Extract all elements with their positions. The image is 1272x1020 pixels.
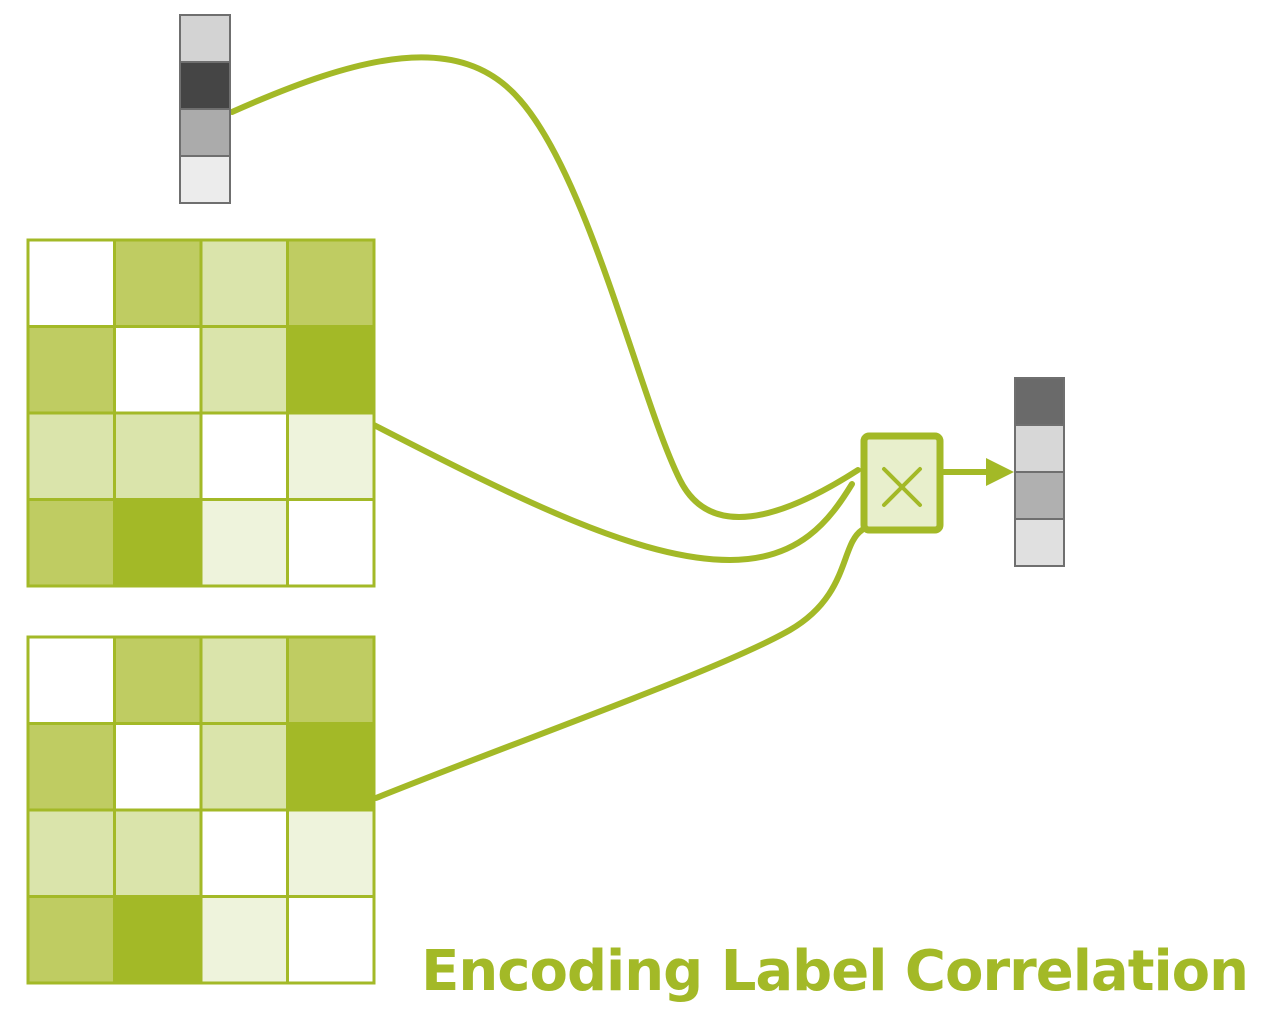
matrix-cell xyxy=(113,808,203,898)
matrix-cell xyxy=(113,722,203,812)
output-vector-cell xyxy=(1014,518,1065,567)
matrix-cell xyxy=(26,498,116,588)
connector-vector-to-multiply xyxy=(229,54,861,520)
matrix-cell xyxy=(26,808,116,898)
matrix-cell xyxy=(113,325,203,415)
matrix-cell xyxy=(26,895,116,985)
matrix-cell xyxy=(113,411,203,501)
matrix-cell xyxy=(113,498,203,588)
connector-bottom-matrix-to-multiply xyxy=(373,527,865,801)
matrix-cell xyxy=(26,722,116,812)
connectors xyxy=(229,54,1014,801)
input-vector-cell xyxy=(179,108,231,157)
matrix-cell xyxy=(199,411,289,501)
output-vector-cell xyxy=(1014,377,1065,426)
matrix-cell xyxy=(286,722,376,812)
matrix-cell xyxy=(199,895,289,985)
matrix-cell xyxy=(113,895,203,985)
multiply-icon xyxy=(882,467,922,507)
matrix-cell xyxy=(199,238,289,328)
matrix-cell xyxy=(26,411,116,501)
input-vector-cell xyxy=(179,61,231,110)
correlation-matrix-bottom xyxy=(26,635,376,985)
matrix-cell xyxy=(199,635,289,725)
diagram-caption: Encoding Label Correlation xyxy=(421,939,1249,1004)
matrix-cell xyxy=(26,238,116,328)
matrix-cell xyxy=(286,895,376,985)
matrix-cell xyxy=(26,325,116,415)
matrix-cell xyxy=(286,635,376,725)
input-label-vector xyxy=(179,14,231,204)
matrix-cell xyxy=(286,411,376,501)
matrix-cell xyxy=(286,325,376,415)
multiply-operator xyxy=(860,432,944,534)
input-vector-cell xyxy=(179,155,231,204)
matrix-cell xyxy=(26,635,116,725)
output-label-vector xyxy=(1014,377,1065,567)
arrow-head-icon xyxy=(986,458,1014,486)
matrix-cell xyxy=(286,498,376,588)
output-vector-cell xyxy=(1014,424,1065,473)
output-vector-cell xyxy=(1014,471,1065,520)
correlation-matrices xyxy=(26,238,376,985)
correlation-matrix-top xyxy=(26,238,376,588)
matrix-cell xyxy=(113,238,203,328)
matrix-cell xyxy=(199,325,289,415)
matrix-cell xyxy=(113,635,203,725)
matrix-cell xyxy=(286,238,376,328)
multiply-box xyxy=(860,432,944,534)
input-vector-cell xyxy=(179,14,231,63)
matrix-cell xyxy=(199,498,289,588)
matrix-cell xyxy=(199,808,289,898)
matrix-cell xyxy=(199,722,289,812)
connector-top-matrix-to-multiply xyxy=(369,421,855,564)
matrix-cell xyxy=(286,808,376,898)
